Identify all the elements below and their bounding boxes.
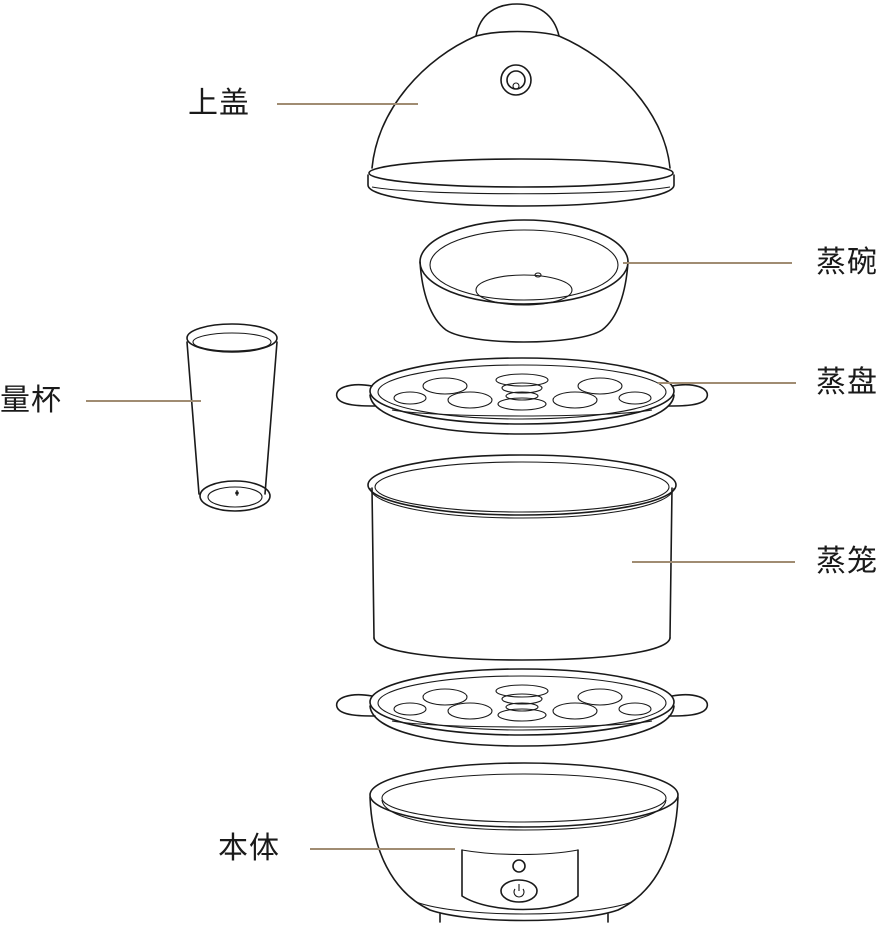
leader-lines — [86, 103, 796, 850]
label-steamer: 蒸笼 — [816, 544, 878, 579]
steamer-basket-part — [367, 454, 677, 661]
base-body-part — [369, 762, 679, 923]
lower-tray-egg-holes — [391, 684, 653, 728]
lower-tray-part — [335, 668, 709, 747]
label-measuring-cup: 量杯 — [0, 383, 62, 418]
power-icon — [513, 884, 525, 898]
label-tray: 蒸盘 — [816, 365, 878, 400]
upper-tray-part — [335, 357, 709, 435]
upper-tray-egg-holes — [391, 373, 653, 417]
steam-bowl-part — [419, 219, 629, 343]
label-body: 本体 — [218, 831, 280, 866]
label-lid: 上盖 — [188, 86, 250, 121]
power-button[interactable] — [500, 879, 538, 903]
label-bowl: 蒸碗 — [816, 245, 878, 280]
indicator-light-icon — [512, 859, 526, 873]
measuring-cup-part — [186, 323, 278, 512]
lid-part — [367, 3, 675, 207]
